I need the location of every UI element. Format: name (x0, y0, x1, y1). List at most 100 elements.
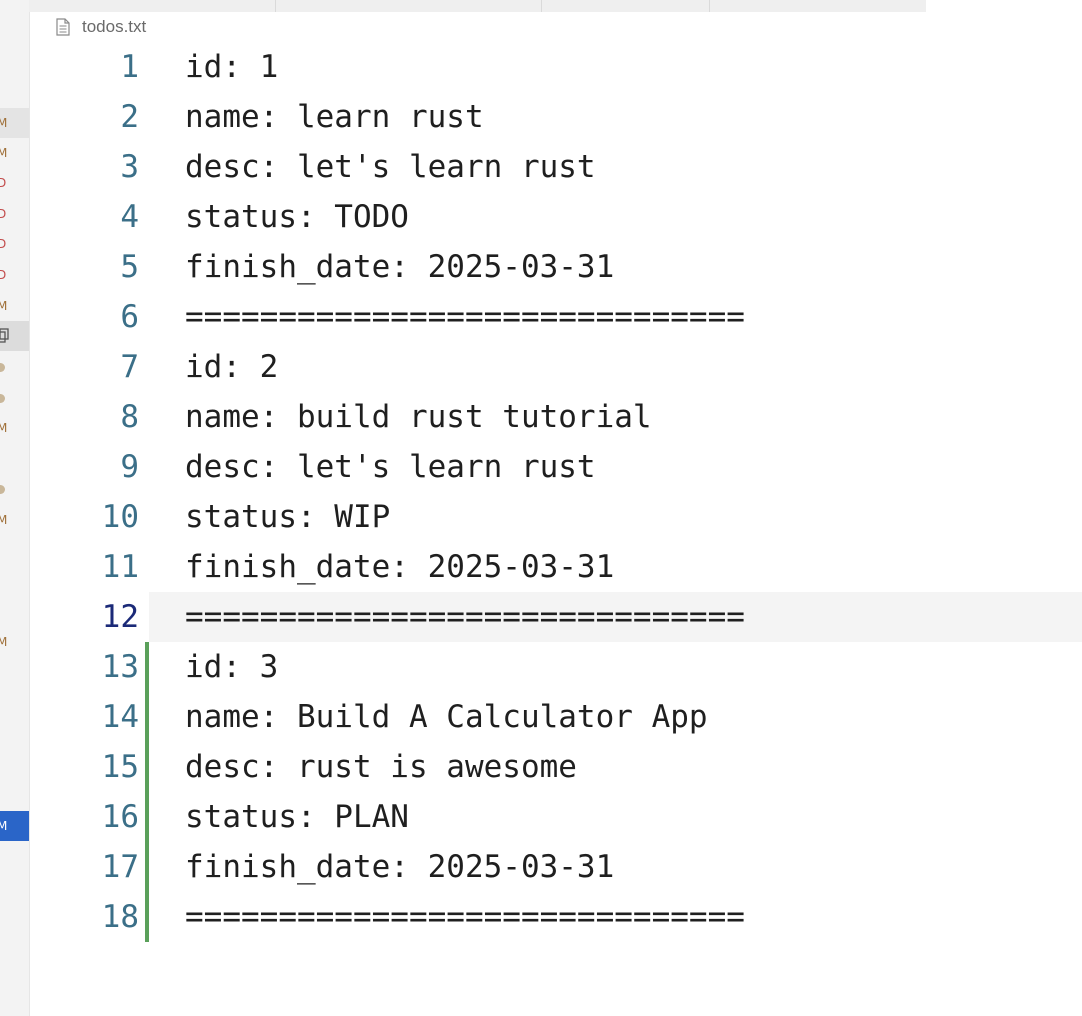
dot-icon (0, 363, 5, 372)
diff-gutter-marker (145, 742, 149, 792)
editor-line[interactable]: 5 finish_date: 2025-03-31 (29, 242, 1082, 292)
git-status-badge: M (0, 634, 7, 650)
line-text[interactable]: finish_date: 2025-03-31 (185, 249, 615, 285)
explorer-item[interactable]: D (0, 199, 29, 229)
editor-line[interactable]: 2 name: learn rust (29, 92, 1082, 142)
explorer-item[interactable]: M (0, 138, 29, 168)
dot-icon (0, 485, 5, 494)
tab-bar (29, 0, 926, 12)
line-text[interactable]: ============================== (149, 592, 1082, 642)
line-text[interactable]: id: 2 (185, 349, 279, 385)
explorer-item[interactable] (0, 474, 29, 504)
line-number: 14 (101, 699, 139, 735)
line-text[interactable]: desc: let's learn rust (185, 149, 596, 185)
diff-gutter-marker (145, 792, 149, 842)
line-number: 5 (120, 249, 139, 285)
line-number: 16 (101, 799, 139, 835)
line-text[interactable]: status: TODO (185, 199, 409, 235)
diff-gutter-marker (145, 692, 149, 742)
line-text[interactable]: status: WIP (185, 499, 391, 535)
git-status-badge: D (0, 236, 6, 252)
line-text[interactable]: name: Build A Calculator App (185, 699, 708, 735)
line-text[interactable]: name: learn rust (185, 99, 484, 135)
line-number: 4 (120, 199, 139, 235)
diff-gutter-marker (145, 642, 149, 692)
explorer-item[interactable]: M (0, 291, 29, 321)
editor-line[interactable]: 17 finish_date: 2025-03-31 (29, 842, 1082, 892)
dot-icon (0, 394, 5, 403)
copy-icon (0, 328, 9, 343)
line-text[interactable]: id: 3 (185, 649, 279, 685)
line-text[interactable]: desc: let's learn rust (185, 449, 596, 485)
line-text[interactable]: finish_date: 2025-03-31 (185, 549, 615, 585)
line-number: 12 (101, 599, 139, 635)
breadcrumb[interactable]: todos.txt (55, 16, 146, 38)
line-number: 17 (101, 849, 139, 885)
tab-divider (709, 0, 710, 12)
line-number: 15 (101, 749, 139, 785)
editor-line[interactable]: 7 id: 2 (29, 342, 1082, 392)
editor-line[interactable]: 4 status: TODO (29, 192, 1082, 242)
line-text[interactable]: finish_date: 2025-03-31 (185, 849, 615, 885)
git-status-badge: D (0, 175, 6, 191)
explorer-sidebar: M M D D D D M M M M M (0, 0, 30, 1016)
git-status-badge: M (0, 145, 7, 161)
editor-line[interactable]: 10 status: WIP (29, 492, 1082, 542)
line-number: 11 (101, 549, 139, 585)
line-text[interactable]: ============================== (185, 899, 745, 935)
git-status-badge: D (0, 267, 6, 283)
explorer-item[interactable]: D (0, 260, 29, 290)
explorer-item[interactable] (0, 383, 29, 413)
editor-line[interactable]: 9 desc: let's learn rust (29, 442, 1082, 492)
line-number: 10 (101, 499, 139, 535)
git-status-badge: M (0, 115, 7, 131)
editor-line[interactable]: 16 status: PLAN (29, 792, 1082, 842)
line-number: 8 (120, 399, 139, 435)
editor-line[interactable]: 11 finish_date: 2025-03-31 (29, 542, 1082, 592)
editor-line[interactable]: 13 id: 3 (29, 642, 1082, 692)
explorer-item-active[interactable]: M (0, 811, 29, 841)
editor-line[interactable]: 3 desc: let's learn rust (29, 142, 1082, 192)
line-text[interactable]: status: PLAN (185, 799, 409, 835)
git-status-badge: M (0, 420, 7, 436)
line-text[interactable]: name: build rust tutorial (185, 399, 652, 435)
editor-line[interactable]: 12 ============================== (29, 592, 1082, 642)
tab-divider (541, 0, 542, 12)
tab-divider (275, 0, 276, 12)
editor-line[interactable]: 1 id: 1 (29, 42, 1082, 92)
explorer-item[interactable]: D (0, 229, 29, 259)
editor-line[interactable]: 18 ============================== (29, 892, 1082, 942)
editor-line[interactable]: 14 name: Build A Calculator App (29, 692, 1082, 742)
git-status-badge: M (0, 818, 7, 834)
line-number: 1 (120, 49, 139, 85)
git-status-badge: D (0, 206, 6, 222)
line-number: 2 (120, 99, 139, 135)
editor-line[interactable]: 15 desc: rust is awesome (29, 742, 1082, 792)
explorer-item[interactable] (0, 352, 29, 382)
explorer-item[interactable]: M (0, 627, 29, 657)
code-editor[interactable]: 1 id: 1 2 name: learn rust 3 desc: let's lear… (29, 42, 1082, 942)
editor-line[interactable]: 8 name: build rust tutorial (29, 392, 1082, 442)
line-number: 7 (120, 349, 139, 385)
diff-gutter-marker (145, 892, 149, 942)
git-status-badge: M (0, 298, 7, 314)
editor-line[interactable]: 6 ============================== (29, 292, 1082, 342)
line-text[interactable]: id: 1 (185, 49, 279, 85)
explorer-item[interactable]: M (0, 108, 29, 138)
line-number: 13 (101, 649, 139, 685)
diff-gutter-marker (145, 842, 149, 892)
git-status-badge: M (0, 512, 7, 528)
explorer-item[interactable]: D (0, 168, 29, 198)
line-number: 18 (101, 899, 139, 935)
line-number: 6 (120, 299, 139, 335)
explorer-item[interactable]: M (0, 505, 29, 535)
line-text[interactable]: desc: rust is awesome (185, 749, 577, 785)
explorer-item[interactable] (0, 321, 29, 351)
breadcrumb-file-name: todos.txt (82, 17, 147, 36)
line-text[interactable]: ============================== (185, 299, 745, 335)
line-number: 3 (120, 149, 139, 185)
explorer-item[interactable]: M (0, 413, 29, 443)
text-file-icon (56, 18, 70, 36)
line-number: 9 (120, 449, 139, 485)
